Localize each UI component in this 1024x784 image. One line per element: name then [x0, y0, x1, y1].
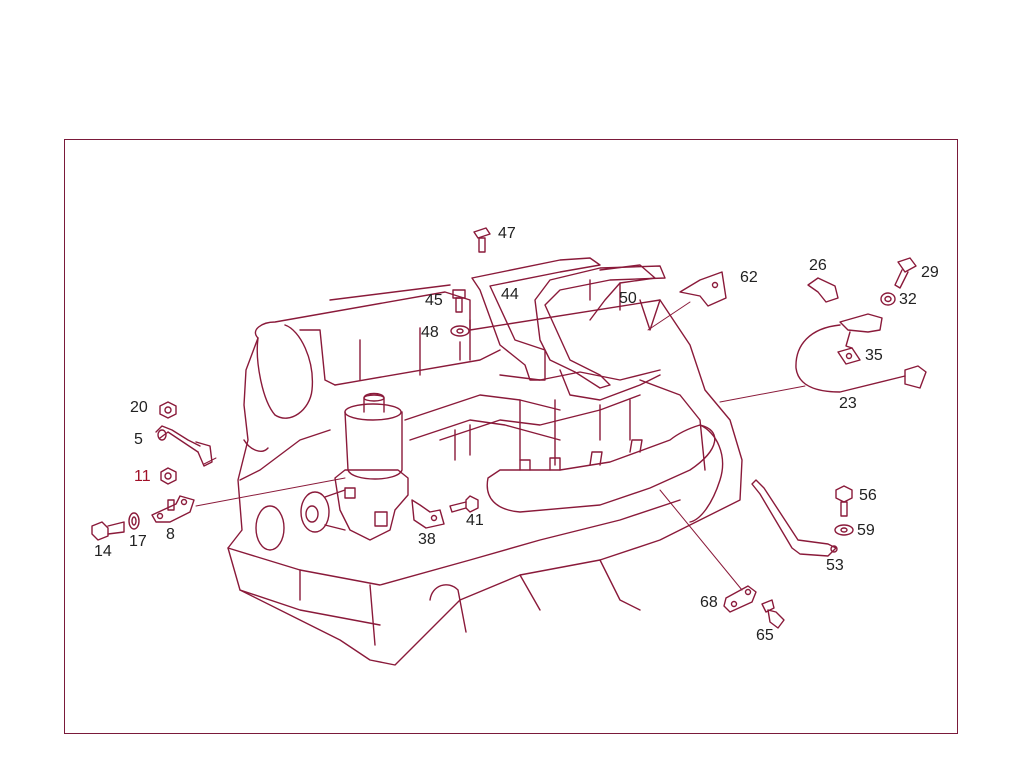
part-48-washer — [450, 325, 470, 361]
part-68-clamp — [723, 585, 757, 613]
callout-48: 48 — [421, 324, 439, 341]
callout-47: 47 — [498, 225, 516, 242]
callout-38: 38 — [418, 531, 436, 548]
callout-26: 26 — [809, 257, 827, 274]
part-14-bolt — [91, 521, 125, 541]
part-41-bolt — [449, 495, 479, 513]
fuel-distributor — [300, 392, 409, 541]
part-38-bracket — [411, 499, 445, 529]
callout-35: 35 — [865, 347, 883, 364]
callout-45: 45 — [425, 292, 443, 309]
part-17-washer — [128, 512, 140, 530]
part-26-clip — [807, 277, 839, 303]
part-59-washer — [834, 524, 854, 536]
callout-32: 32 — [899, 291, 917, 308]
leader-lines — [195, 301, 806, 591]
callout-29: 29 — [921, 264, 939, 281]
part-62-bracket — [679, 271, 727, 307]
callout-14: 14 — [94, 543, 112, 560]
part-23-sensor-cable — [795, 313, 927, 393]
callout-17: 17 — [129, 533, 147, 550]
exhaust-manifold — [486, 424, 724, 523]
callout-8: 8 — [166, 526, 175, 543]
diagram-frame — [64, 139, 958, 734]
callout-62: 62 — [740, 269, 758, 286]
callout-20: 20 — [130, 399, 148, 416]
callout-5: 5 — [134, 431, 143, 448]
callout-50: 50 — [619, 290, 637, 307]
callout-44: 44 — [501, 286, 519, 303]
part-53-ground-strap — [751, 479, 838, 557]
part-35-gasket — [837, 347, 861, 365]
engine-block — [227, 284, 743, 666]
part-11-nut — [160, 467, 177, 485]
callout-56: 56 — [859, 487, 877, 504]
part-32-washer — [880, 292, 896, 306]
callout-53: 53 — [826, 557, 844, 574]
callout-59: 59 — [857, 522, 875, 539]
callout-11: 11 — [134, 468, 151, 485]
part-47-bolt — [473, 227, 491, 253]
callout-68: 68 — [700, 594, 718, 611]
part-45-bolt — [452, 289, 466, 313]
part-65-bolt — [761, 599, 785, 629]
part-29-bolt — [894, 257, 917, 289]
part-5-line — [155, 425, 213, 467]
callout-23: 23 — [839, 395, 857, 412]
part-56-bolt — [835, 485, 853, 517]
intake-manifold — [404, 369, 706, 471]
callout-65: 65 — [756, 627, 774, 644]
part-20-nut — [159, 401, 177, 419]
part-8-bracket — [151, 495, 195, 523]
tube-assembly — [471, 257, 666, 389]
callout-41: 41 — [466, 512, 484, 529]
